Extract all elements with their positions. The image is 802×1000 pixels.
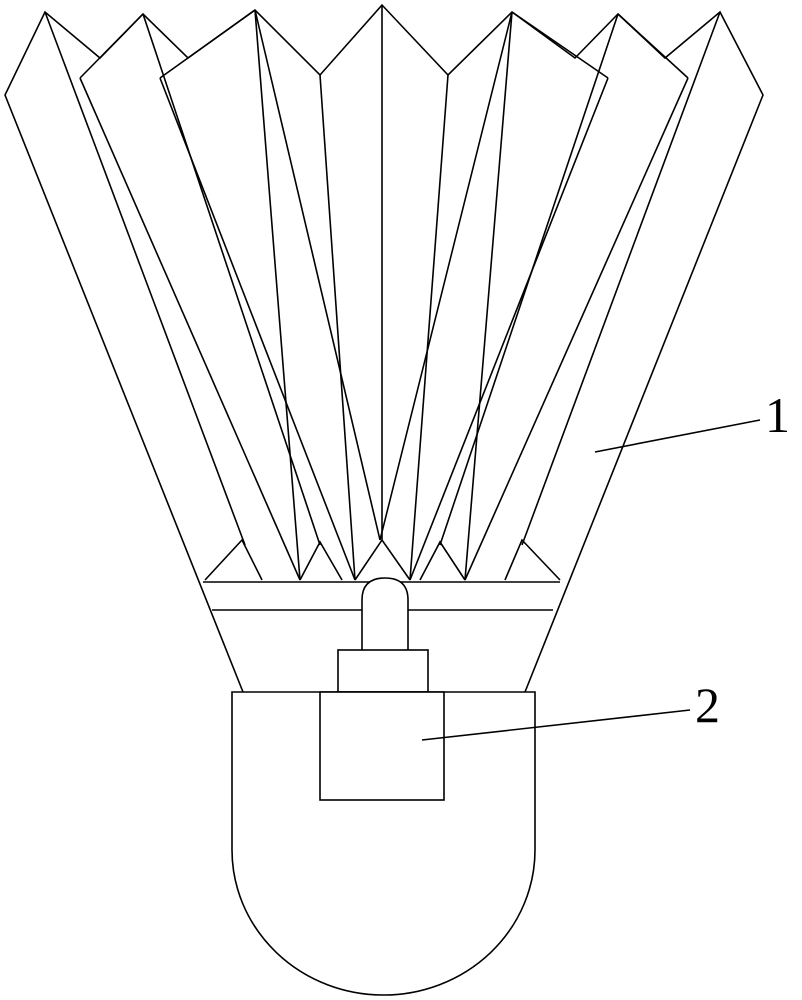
callout-label: 2	[695, 677, 720, 733]
feather-tip-fold	[205, 540, 262, 580]
stem-connector	[338, 578, 428, 692]
leader-line	[595, 420, 760, 452]
stem-block	[338, 650, 428, 692]
feather	[380, 12, 608, 580]
feather-tip-fold	[300, 542, 342, 580]
callout-label: 1	[765, 387, 790, 443]
feather	[320, 5, 448, 580]
feather	[160, 10, 380, 580]
feather-tip-fold	[420, 542, 465, 580]
feather-tip-fold	[355, 540, 410, 580]
stem-cap	[362, 578, 408, 650]
feather	[80, 14, 355, 580]
feather-tip-fold	[505, 540, 560, 580]
cork-insert	[320, 692, 444, 800]
feather	[465, 12, 720, 580]
cork-base	[232, 692, 535, 995]
feather	[410, 14, 688, 580]
